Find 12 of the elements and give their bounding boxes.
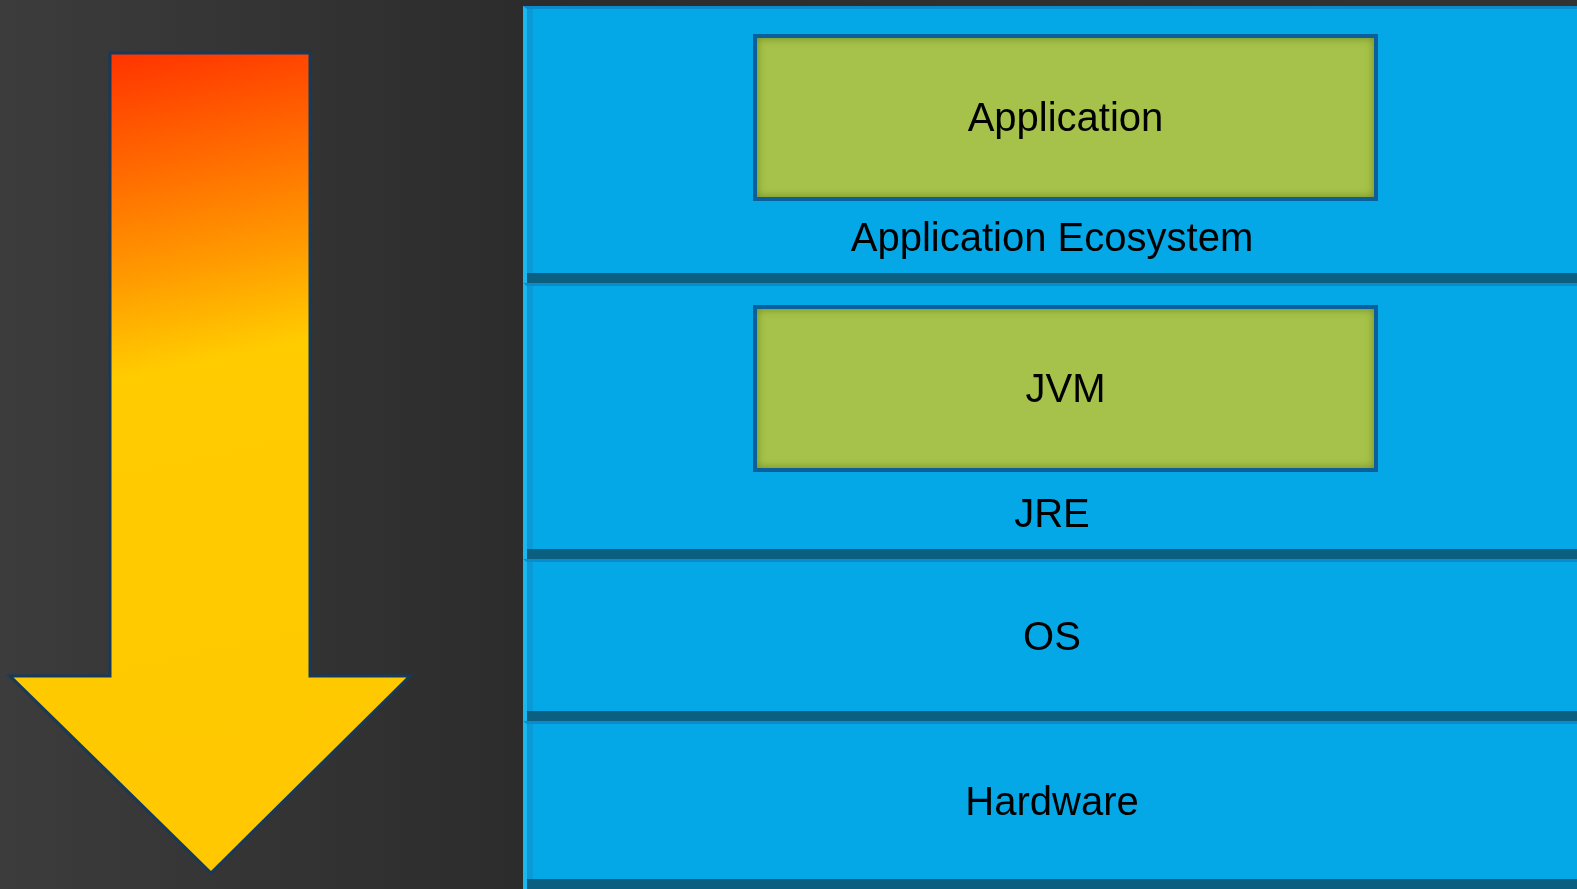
layer-band — [523, 559, 1577, 721]
layer-label: Hardware — [964, 778, 1140, 825]
layer-label: OS — [1022, 613, 1082, 660]
layer-band — [523, 721, 1577, 889]
layer-label: JRE — [1013, 491, 1091, 536]
component-label: JVM — [1025, 366, 1106, 411]
layer-band — [523, 6, 1577, 283]
component-box — [753, 305, 1378, 472]
layer-band — [523, 283, 1577, 559]
component-label: Application — [967, 95, 1164, 140]
component-box — [753, 34, 1378, 201]
layer-label: Application Ecosystem — [849, 215, 1255, 260]
